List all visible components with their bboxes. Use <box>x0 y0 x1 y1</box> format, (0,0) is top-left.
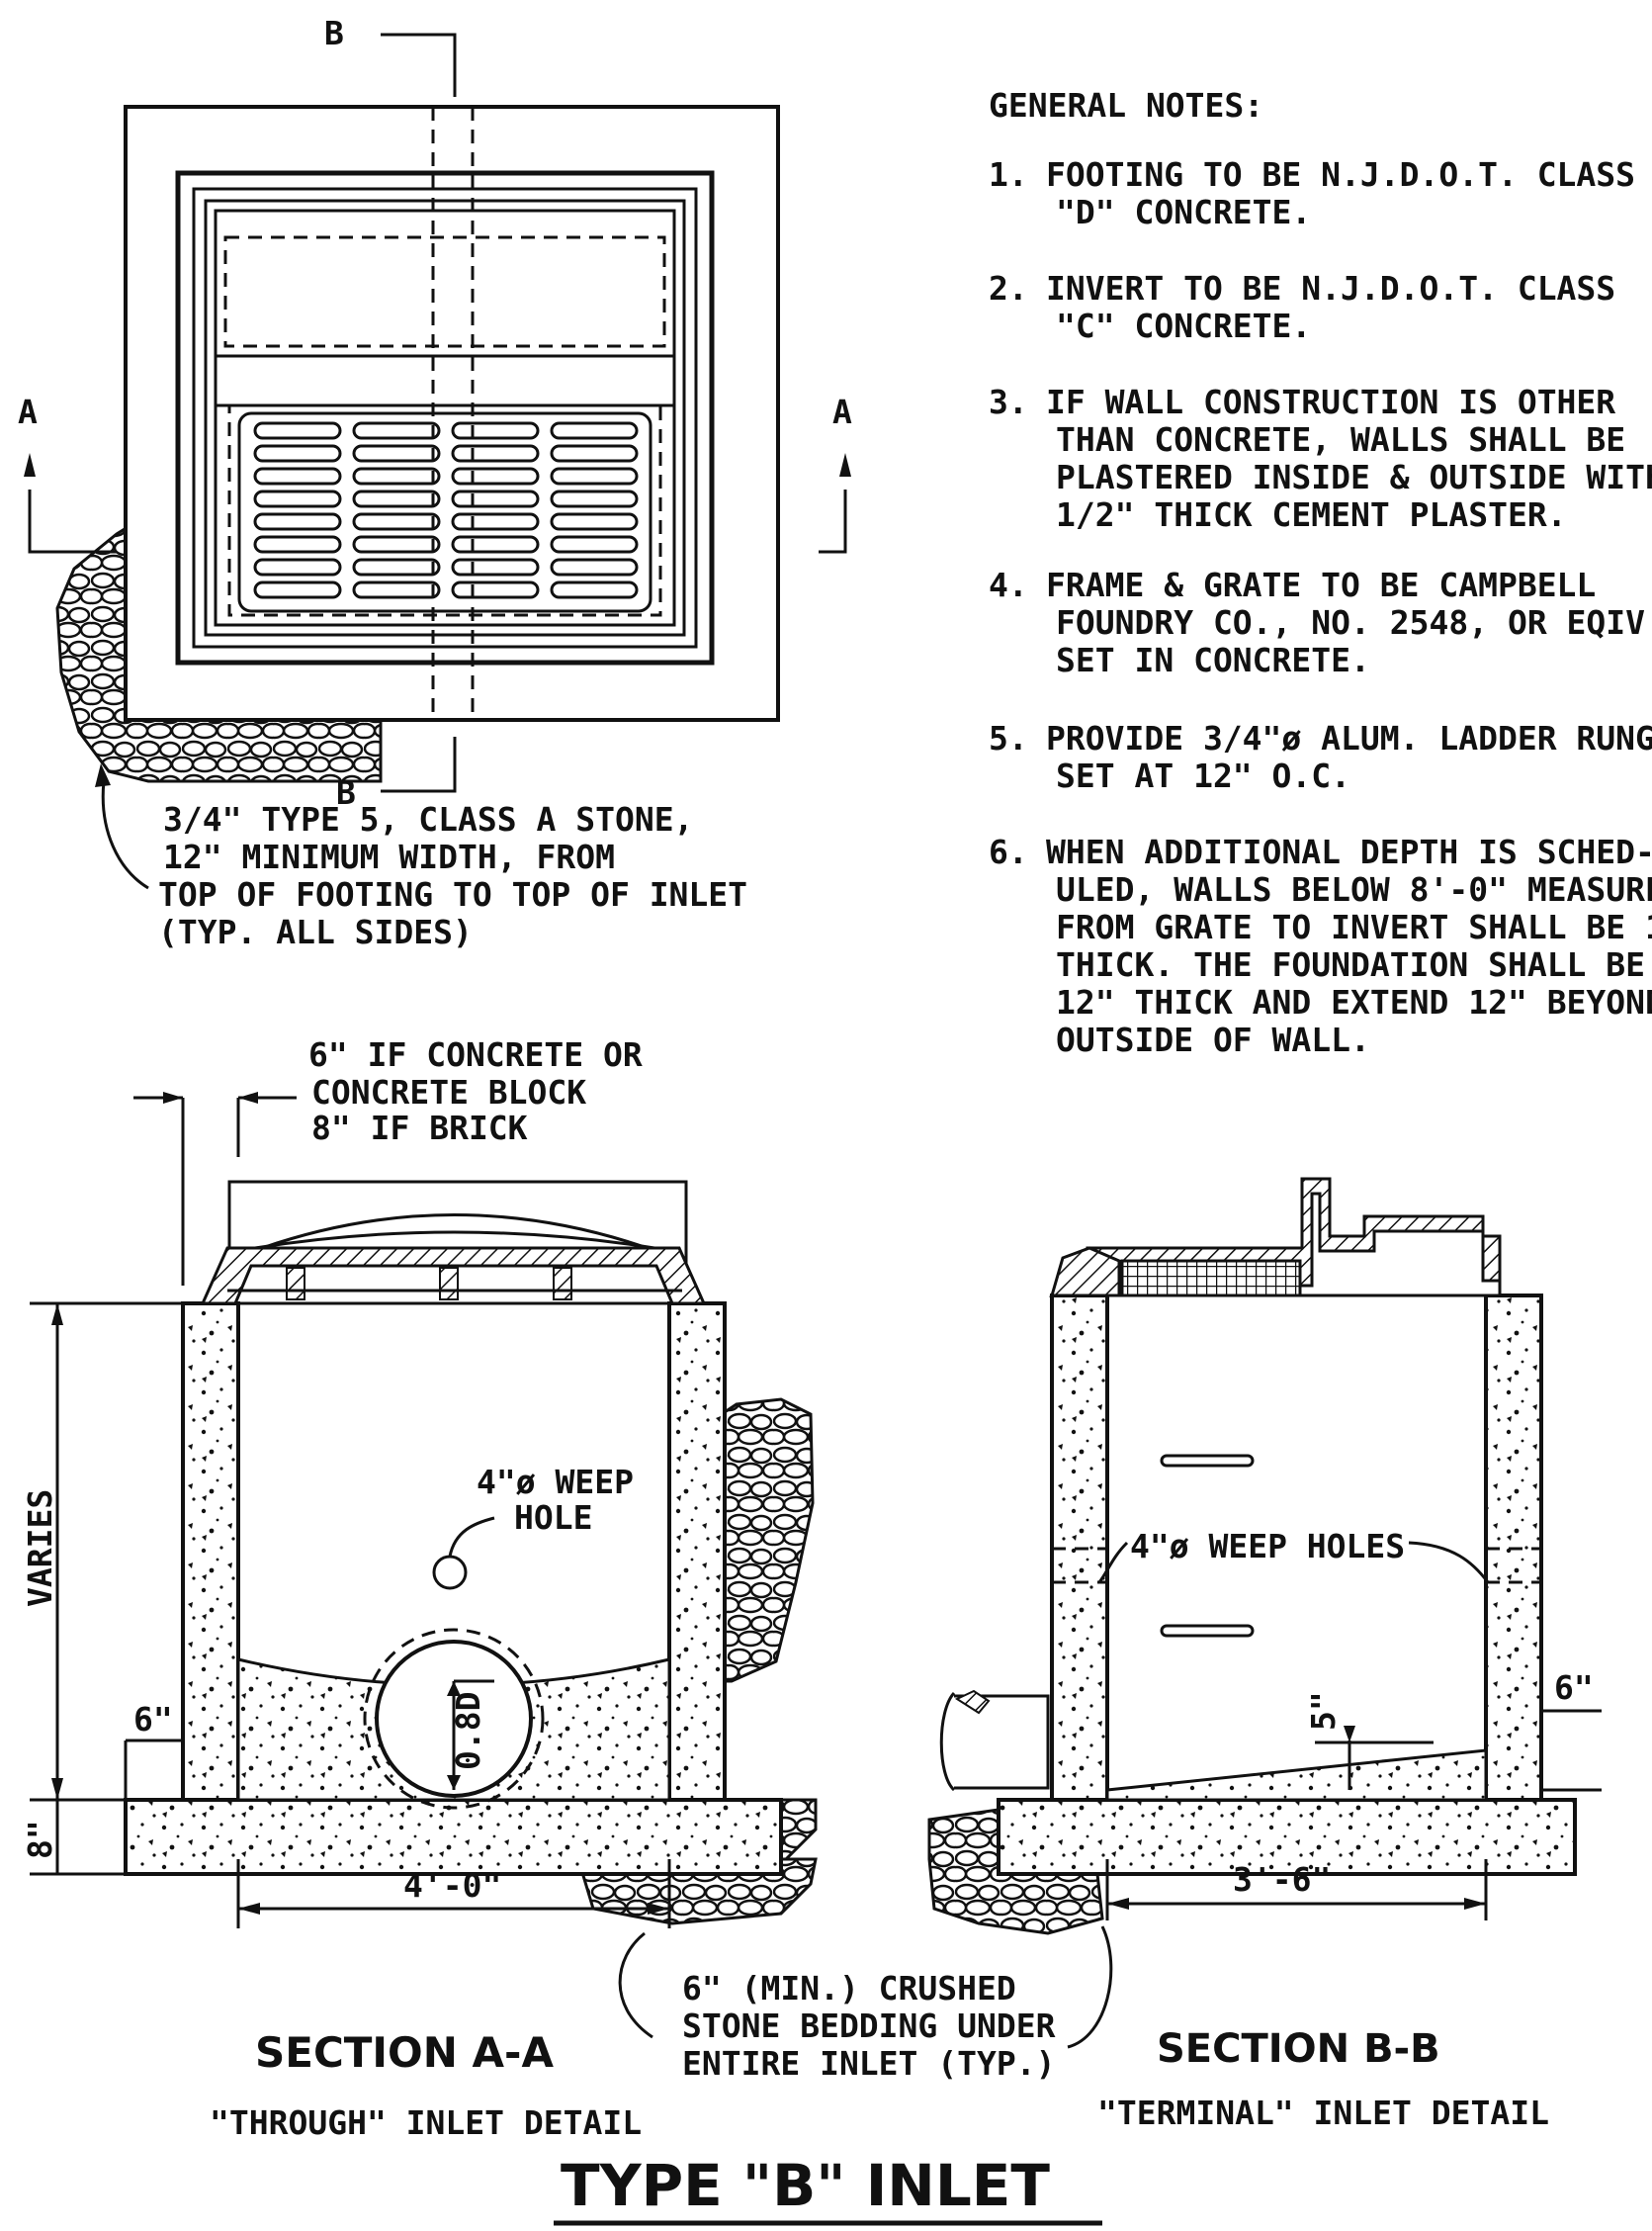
weep-holes-label: 4"ø WEEP HOLES <box>1130 1527 1405 1565</box>
note-line: OUTSIDE OF WALL. <box>1056 1021 1370 1059</box>
dim-6-label: 6" <box>1554 1668 1594 1707</box>
notes-heading: GENERAL NOTES: <box>989 86 1263 125</box>
grate-slot <box>451 421 540 440</box>
note-line: FROM GRATE TO INVERT SHALL BE 12" <box>1056 908 1652 946</box>
section-label-a-left: A <box>18 393 38 431</box>
grate-slot <box>352 421 441 440</box>
section-label-b-bottom: B <box>336 773 356 812</box>
grate-slot <box>550 490 639 508</box>
note-line: THAN CONCRETE, WALLS SHALL BE <box>1056 420 1625 459</box>
wall-note-line: 8" IF BRICK <box>311 1109 528 1147</box>
section-label-a-right: A <box>832 393 852 431</box>
general-notes: GENERAL NOTES: 1. FOOTING TO BE N.J.D.O.T… <box>989 86 1652 1059</box>
drawing-title-text: TYPE "B" INLET <box>561 2152 1050 2219</box>
bedding-note: 6" (MIN.) CRUSHED STONE BEDDING UNDER EN… <box>618 1925 1113 2083</box>
grate-slot <box>253 558 342 577</box>
grate-slot <box>550 512 639 531</box>
grate-slot <box>451 558 540 577</box>
grate-slot <box>253 490 342 508</box>
grate-slot <box>451 444 540 463</box>
section-aa-subtitle: "THROUGH" INLET DETAIL <box>210 2103 642 2142</box>
section-bb-labels: 4"ø WEEP HOLES 5" 6" 3'-6" SECTION B-B "… <box>1097 1527 1594 2132</box>
grate-slot <box>550 580 639 599</box>
dim-6-label: 6" <box>133 1700 173 1739</box>
grate-slot <box>253 512 342 531</box>
varies-label: VARIES <box>21 1489 59 1607</box>
width-label: 3'-6" <box>1233 1860 1331 1899</box>
note-line: 12" THICK AND EXTEND 12" BEYOND <box>1056 983 1652 1022</box>
grate-slot <box>253 444 342 463</box>
note-number: 1. <box>989 155 1028 194</box>
weep-hole-label: 4"ø WEEP <box>477 1463 634 1501</box>
note-line: FOOTING TO BE N.J.D.O.T. CLASS <box>1046 155 1635 194</box>
stone-note-line: TOP OF FOOTING TO TOP OF INLET <box>158 875 747 914</box>
grate-slot <box>550 535 639 554</box>
note-line: PLASTERED INSIDE & OUTSIDE WITH <box>1056 458 1652 496</box>
grate-slot <box>451 490 540 508</box>
section-bb-subtitle: "TERMINAL" INLET DETAIL <box>1097 2094 1549 2132</box>
grate-slot <box>451 580 540 599</box>
drawing-title: TYPE "B" INLET <box>554 2152 1102 2226</box>
dim-5-label: 5" <box>1304 1691 1343 1731</box>
note-number: 3. <box>989 383 1028 421</box>
grate-slot <box>550 467 639 486</box>
grate-slot <box>451 535 540 554</box>
note-line: ULED, WALLS BELOW 8'-0" MEASURED <box>1056 870 1652 909</box>
pipe-label: 0.8D <box>449 1692 487 1770</box>
section-label-b-top: B <box>324 14 344 52</box>
bedding-note-line: STONE BEDDING UNDER <box>682 2007 1056 2045</box>
grate-slot <box>352 512 441 531</box>
note-number: 5. <box>989 719 1028 758</box>
note-line: FRAME & GRATE TO BE CAMPBELL <box>1046 566 1596 604</box>
stone-note-line: (TYP. ALL SIDES) <box>158 913 473 951</box>
grate-slot <box>253 535 342 554</box>
grate-slot <box>253 467 342 486</box>
note-line: FOUNDRY CO., NO. 2548, OR EQIV. <box>1056 603 1652 642</box>
bedding-note-line: ENTIRE INLET (TYP.) <box>682 2044 1056 2083</box>
grate-slot <box>352 535 441 554</box>
note-line: "D" CONCRETE. <box>1056 193 1311 231</box>
stone-note-line: 12" MINIMUM WIDTH, FROM <box>163 838 615 876</box>
section-bb-title: SECTION B-B <box>1157 2026 1440 2072</box>
grate-slot <box>550 444 639 463</box>
grate-slot <box>352 580 441 599</box>
note-line: SET IN CONCRETE. <box>1056 641 1370 679</box>
section-aa <box>30 1092 818 1928</box>
weep-hole-label: HOLE <box>514 1498 592 1537</box>
note-number: 2. <box>989 269 1028 308</box>
wall-note-line: 6" IF CONCRETE OR <box>308 1035 643 1074</box>
grate-slot <box>451 467 540 486</box>
grate-slot <box>451 512 540 531</box>
stone-note-line: 3/4" TYPE 5, CLASS A STONE, <box>163 800 693 839</box>
width-label: 4'-0" <box>403 1866 501 1905</box>
note-line: SET AT 12" O.C. <box>1056 757 1350 795</box>
section-aa-labels: 6" IF CONCRETE OR CONCRETE BLOCK 8" IF B… <box>21 1035 643 2142</box>
note-number: 4. <box>989 566 1028 604</box>
section-aa-title: SECTION A-A <box>255 2028 554 2077</box>
note-line: "C" CONCRETE. <box>1056 307 1311 345</box>
note-line: 1/2" THICK CEMENT PLASTER. <box>1056 495 1567 534</box>
note-line: INVERT TO BE N.J.D.O.T. CLASS <box>1046 269 1615 308</box>
grate-slot <box>352 444 441 463</box>
grate-slot <box>352 467 441 486</box>
grate-slot <box>253 421 342 440</box>
note-number: 6. <box>989 833 1028 871</box>
plan-view <box>24 33 851 890</box>
note-line: IF WALL CONSTRUCTION IS OTHER <box>1046 383 1615 421</box>
grate-slot <box>550 558 639 577</box>
wall-note-line: CONCRETE BLOCK <box>311 1073 586 1112</box>
note-line: THICK. THE FOUNDATION SHALL BE <box>1056 945 1645 984</box>
bedding-note-line: 6" (MIN.) CRUSHED <box>682 1969 1016 2008</box>
dim-8-label: 8" <box>21 1820 59 1859</box>
grate-slot <box>550 421 639 440</box>
grate-slot <box>352 490 441 508</box>
plan-labels: B B A A 3/4" TYPE 5, CLASS A STONE, 12" … <box>18 14 852 951</box>
grate-slot <box>253 580 342 599</box>
grate-slot <box>352 558 441 577</box>
note-line: WHEN ADDITIONAL DEPTH IS SCHED- <box>1046 833 1652 871</box>
section-bb <box>927 1177 1602 1935</box>
note-line: PROVIDE 3/4"ø ALUM. LADDER RUNGS <box>1046 719 1652 758</box>
